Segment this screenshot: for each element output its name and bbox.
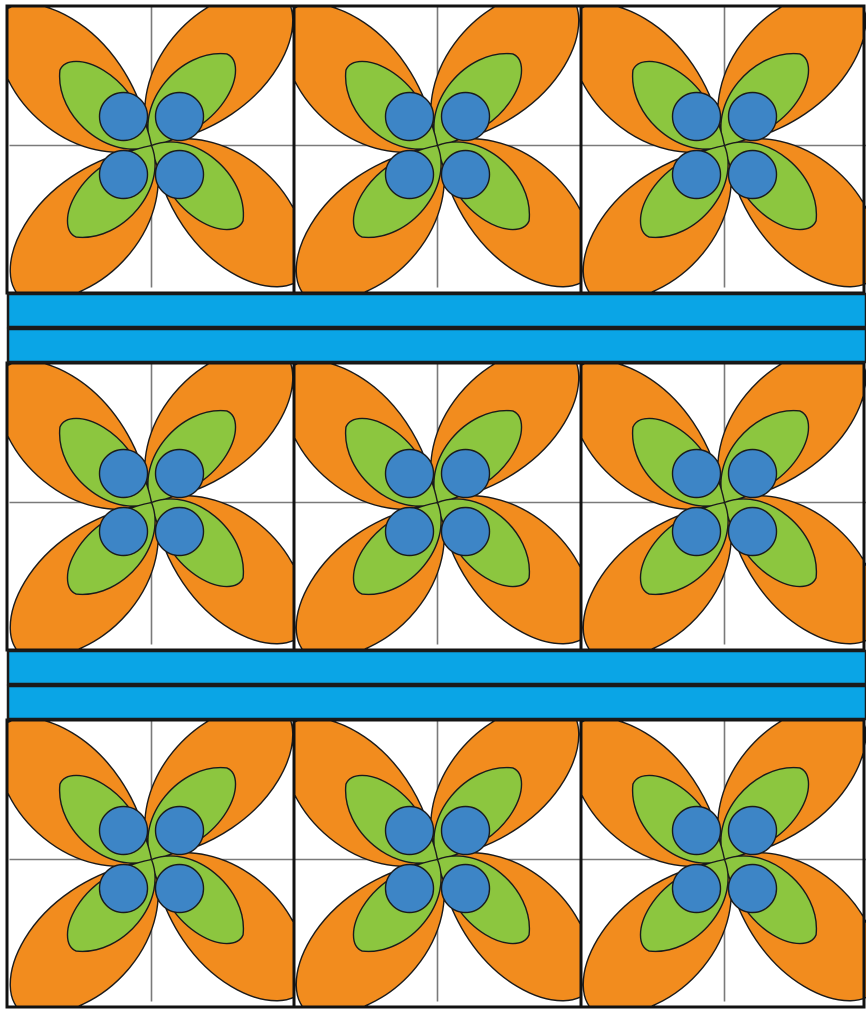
stripe	[8, 329, 866, 362]
center-dot	[729, 508, 777, 556]
center-dot	[156, 508, 204, 556]
stripe	[8, 294, 866, 327]
center-dot	[386, 807, 434, 855]
center-dot	[729, 865, 777, 913]
center-dot	[156, 450, 204, 498]
center-dot	[386, 93, 434, 141]
center-dot	[100, 450, 148, 498]
divider-band-2	[8, 651, 866, 719]
center-dot	[156, 807, 204, 855]
center-dot	[100, 93, 148, 141]
center-dot	[442, 93, 490, 141]
center-dot	[442, 450, 490, 498]
center-dot	[729, 151, 777, 199]
center-dot	[673, 151, 721, 199]
center-dot	[673, 93, 721, 141]
center-dot	[442, 865, 490, 913]
center-dot	[386, 450, 434, 498]
center-dot	[442, 508, 490, 556]
stripe	[8, 686, 866, 719]
center-dot	[673, 508, 721, 556]
center-dot	[442, 151, 490, 199]
center-dot	[386, 865, 434, 913]
center-dot	[386, 151, 434, 199]
center-dot	[100, 151, 148, 199]
center-dot	[673, 807, 721, 855]
center-dot	[156, 865, 204, 913]
center-dot	[673, 865, 721, 913]
divider-band-1	[8, 294, 866, 362]
tile-r2-c2	[253, 318, 623, 688]
center-dot	[156, 151, 204, 199]
center-dot	[386, 508, 434, 556]
center-dot	[100, 807, 148, 855]
center-dot	[729, 450, 777, 498]
center-dot	[100, 508, 148, 556]
center-dot	[673, 450, 721, 498]
center-dot	[729, 807, 777, 855]
center-dot	[729, 93, 777, 141]
center-dot	[442, 807, 490, 855]
center-dot	[156, 93, 204, 141]
center-dot	[100, 865, 148, 913]
stripe	[8, 651, 866, 684]
